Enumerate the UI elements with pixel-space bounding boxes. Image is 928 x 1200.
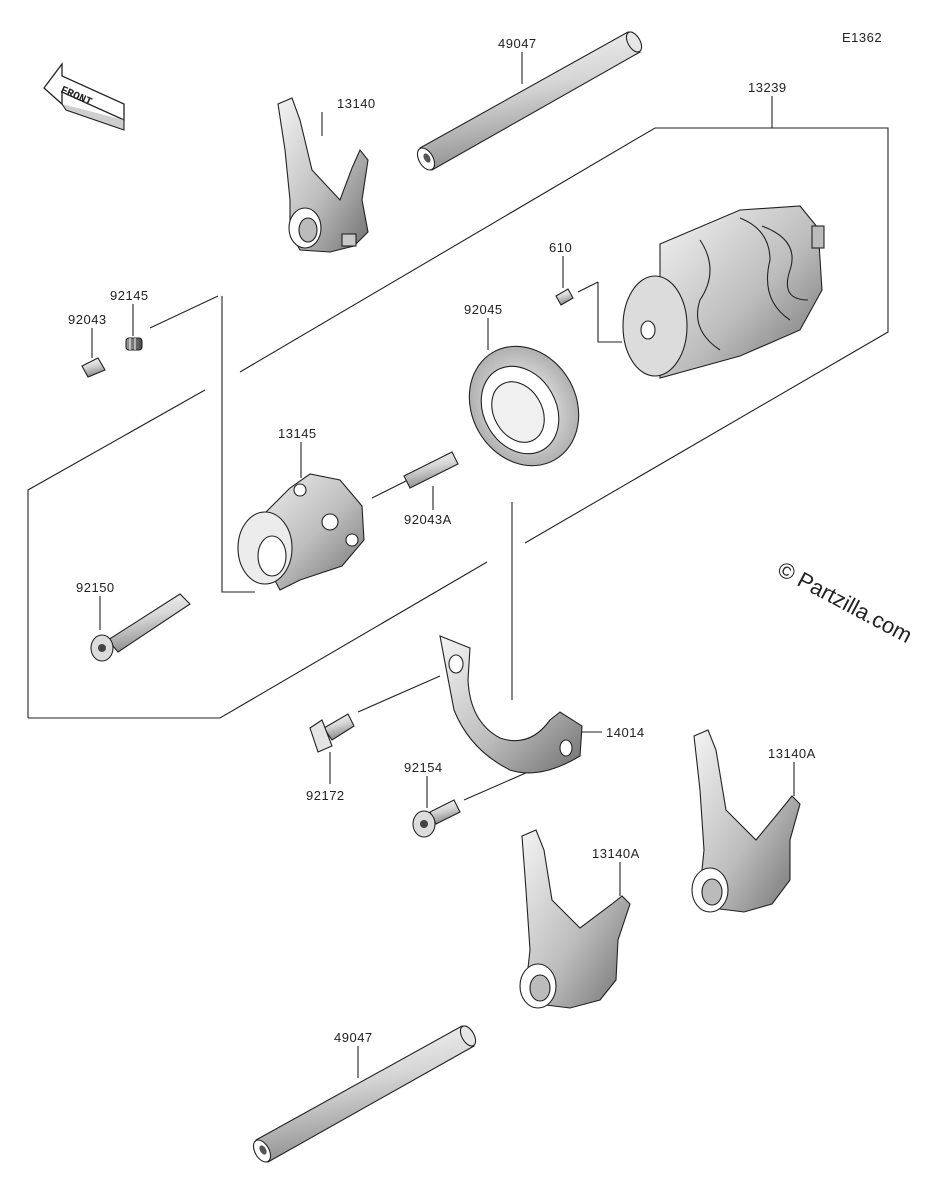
label-plate: 14014	[606, 725, 645, 740]
label-bolt-92154: 92154	[404, 760, 443, 775]
label-shaft-bottom: 49047	[334, 1030, 373, 1045]
label-spring: 92145	[110, 288, 149, 303]
shift-fork-middle	[519, 829, 631, 1009]
label-shaft-top: 49047	[498, 36, 537, 51]
front-arrow-icon: FRONT	[43, 62, 125, 131]
pin-92043	[81, 357, 106, 378]
label-bolt-92150: 92150	[76, 580, 115, 595]
shaft-top	[416, 31, 643, 171]
bearing-92045	[468, 345, 580, 467]
label-fork-top: 13140	[337, 96, 376, 111]
leader-lines	[91, 52, 795, 1078]
label-bearing: 92045	[464, 302, 503, 317]
shift-drum	[622, 205, 825, 379]
shift-fork-right	[691, 729, 801, 913]
bolt-92154	[412, 799, 461, 838]
label-fork-right: 13140A	[768, 746, 816, 761]
diagram-code: E1362	[842, 30, 882, 45]
bolt-92150	[90, 593, 191, 662]
plate-14014	[439, 635, 583, 774]
screw-92172	[309, 713, 355, 753]
label-cam: 13145	[278, 426, 317, 441]
label-screw-92172: 92172	[306, 788, 345, 803]
pin-92043a	[403, 451, 459, 489]
pin-610	[555, 288, 574, 306]
shift-drum-cam	[237, 473, 365, 591]
assembly-outline	[27, 127, 889, 719]
label-drum: 13239	[748, 80, 787, 95]
label-pin-92043: 92043	[68, 312, 107, 327]
watermark: © Partzilla.com	[774, 556, 917, 648]
spring-92145	[125, 337, 143, 351]
shift-fork-top	[277, 97, 369, 253]
shaft-bottom	[252, 1025, 477, 1163]
label-pin-92043a: 92043A	[404, 512, 452, 527]
label-fork-mid: 13140A	[592, 846, 640, 861]
label-pin-610: 610	[549, 240, 572, 255]
